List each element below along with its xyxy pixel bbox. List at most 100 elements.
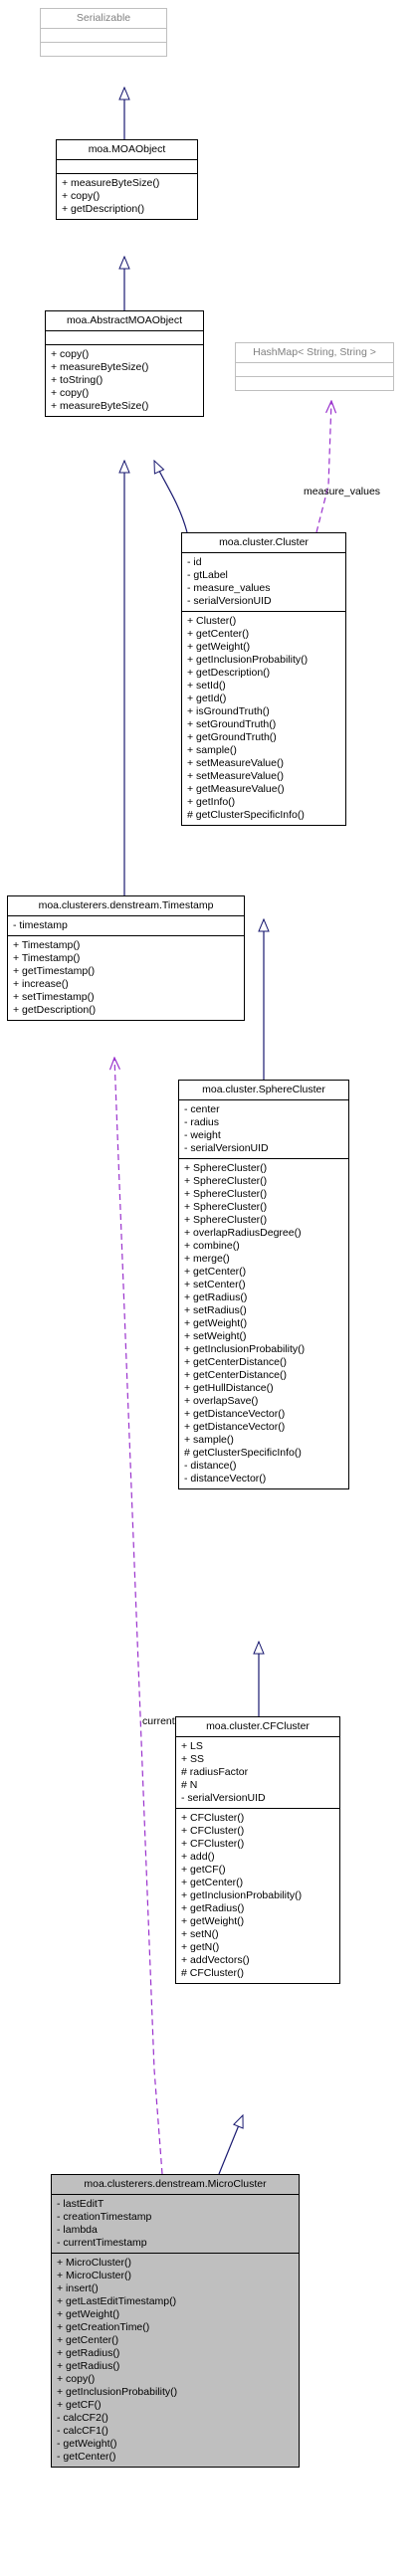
class-abstract-moa-object[interactable]: moa.AbstractMOAObject + copy()+ measureB… [45,310,204,417]
method-item: + add() [181,1851,215,1863]
method-item: # getClusterSpecificInfo() [184,1447,302,1459]
method-item: + setN() [181,1928,219,1940]
method-item: + setMeasureValue() [187,770,284,782]
method-item: + getHullDistance() [184,1382,274,1394]
method-item: + getInclusionProbability() [184,1343,306,1355]
attribute-item: # radiusFactor [181,1766,249,1778]
class-name: HashMap< String, String > [253,346,376,358]
method-item: + isGroundTruth() [187,705,270,717]
class-name: moa.cluster.Cluster [219,536,309,548]
method-item: + SphereCluster() [184,1201,268,1213]
edge-cluster-to-abstractmoaobject [153,461,188,533]
method-item: - getCenter() [57,2451,116,2463]
class-name: moa.clusterers.denstream.MicroCluster [84,2178,267,2190]
attribute-item: - weight [184,1129,221,1141]
method-item: + measureByteSize() [51,361,149,373]
method-item: + getInfo() [187,796,236,808]
class-timestamp[interactable]: moa.clusterers.denstream.Timestamp - tim… [7,895,245,1021]
method-item: + SphereCluster() [184,1162,268,1174]
attribute-item: - lambda [57,2224,98,2236]
method-item: + Timestamp() [13,952,81,964]
method-item: + copy() [51,387,90,399]
attributes-section: + LS+ SS# radiusFactor# N- serialVersion… [176,1736,339,1808]
method-item: + increase() [13,978,69,990]
method-item: + getN() [181,1941,220,1953]
attribute-item: - serialVersionUID [181,1792,266,1804]
method-item: + insert() [57,2282,99,2294]
method-item: + CFCluster() [181,1812,245,1824]
class-name: Serializable [76,12,131,24]
method-item: + toString() [51,374,104,386]
method-item: + Cluster() [187,615,237,627]
class-cluster[interactable]: moa.cluster.Cluster - id- gtLabel- measu… [181,532,346,826]
method-item: + setCenter() [184,1279,246,1290]
class-name: moa.MOAObject [88,143,166,155]
methods-section: + Timestamp()+ Timestamp()+ getTimestamp… [8,935,244,1020]
method-item: + getWeight() [181,1915,245,1927]
method-item: + getInclusionProbability() [187,654,309,666]
attributes-section: - id- gtLabel- measure_values- serialVer… [182,552,345,611]
method-item: + copy() [51,348,90,360]
attribute-item: - serialVersionUID [184,1142,269,1154]
method-item: + overlapRadiusDegree() [184,1227,302,1239]
method-item: + setTimestamp() [13,991,95,1003]
method-item: + getRadius() [57,2360,120,2372]
class-sphere-cluster[interactable]: moa.cluster.SphereCluster - center- radi… [178,1080,349,1489]
attributes-section [46,330,203,344]
edge-timestamp-to-microcluster [114,1058,163,2175]
method-item: + getId() [187,693,227,704]
method-item: + SphereCluster() [184,1175,268,1187]
class-serializable[interactable]: Serializable [40,8,167,57]
method-item: + getCenterDistance() [184,1369,288,1381]
attribute-item: # N [181,1779,198,1791]
edge-microcluster-to-cfcluster [218,2115,243,2175]
method-item: + getGroundTruth() [187,731,277,743]
class-moa-object[interactable]: moa.MOAObject + measureByteSize()+ copy(… [56,139,198,220]
method-item: + getRadius() [57,2347,120,2359]
class-micro-cluster[interactable]: moa.clusterers.denstream.MicroCluster - … [51,2174,300,2468]
methods-section: + measureByteSize()+ copy()+ getDescript… [57,173,197,219]
attribute-item: - radius [184,1116,220,1128]
attribute-item: - lastEditT [57,2198,104,2210]
class-cf-cluster[interactable]: moa.cluster.CFCluster + LS+ SS# radiusFa… [175,1716,340,1984]
methods-section: + CFCluster()+ CFCluster()+ CFCluster()+… [176,1808,339,1983]
method-item: + setWeight() [184,1330,247,1342]
method-item: + getCenter() [184,1266,247,1278]
method-item: + CFCluster() [181,1838,245,1850]
attribute-item: - id [187,556,202,568]
class-name: moa.cluster.SphereCluster [202,1084,325,1095]
method-item: + getDescription() [13,1004,97,1016]
edge-hashmap-to-cluster [315,401,331,533]
attribute-item: - creationTimestamp [57,2211,152,2223]
method-item: + MicroCluster() [57,2270,131,2281]
method-item: + setMeasureValue() [187,757,284,769]
method-item: + merge() [184,1253,230,1265]
method-item: + setId() [187,680,226,692]
class-name: moa.AbstractMOAObject [66,314,183,326]
method-item: + getWeight() [187,641,251,653]
attribute-item: + LS [181,1740,203,1752]
methods-section [41,42,166,56]
method-item: + SphereCluster() [184,1214,268,1226]
attributes-section [236,362,393,376]
method-item: + getDistanceVector() [184,1421,286,1433]
method-item: + getInclusionProbability() [181,1889,303,1901]
methods-section: + MicroCluster()+ MicroCluster()+ insert… [52,2253,299,2467]
attribute-item: - serialVersionUID [187,595,272,607]
class-hashmap[interactable]: HashMap< String, String > [235,342,394,391]
method-item: + copy() [57,2373,96,2385]
method-item: # CFCluster() [181,1967,245,1979]
method-item: + combine() [184,1240,240,1252]
method-item: - calcCF1() [57,2425,108,2437]
method-item: + setRadius() [184,1304,247,1316]
attributes-section: - timestamp [8,915,244,935]
method-item: + getMeasureValue() [187,783,285,795]
attributes-section [41,28,166,42]
method-item: + getCreationTime() [57,2321,150,2333]
method-item: + getDescription() [187,667,271,679]
method-item: + getDistanceVector() [184,1408,286,1420]
method-item: + SphereCluster() [184,1188,268,1200]
method-item: + MicroCluster() [57,2257,131,2269]
method-item: + sample() [184,1434,234,1446]
method-item: + getCenter() [187,628,250,640]
